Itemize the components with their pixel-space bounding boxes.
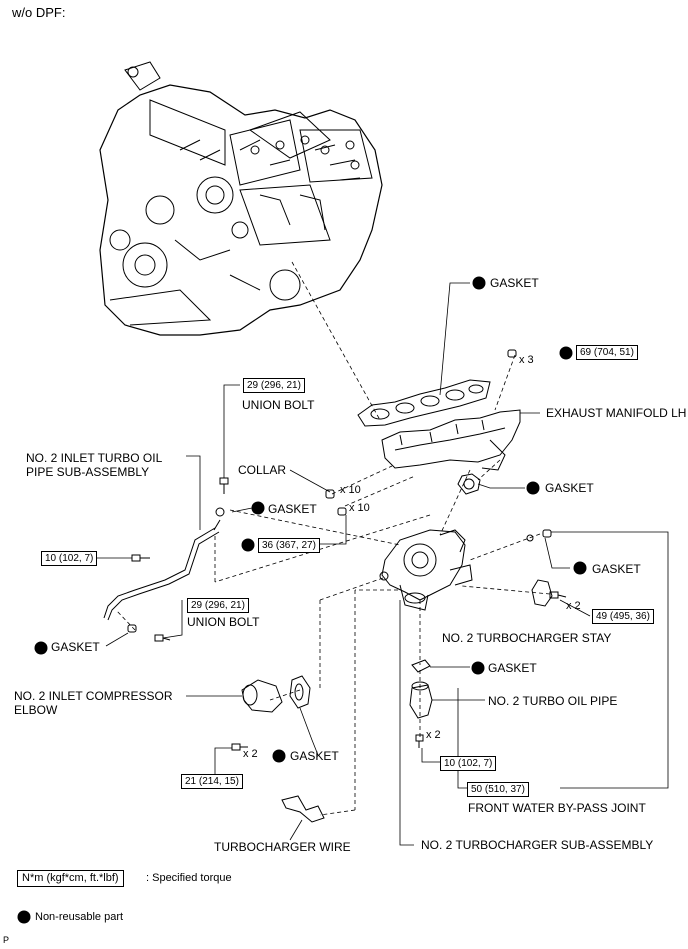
qty-x2-elbow: x 2 (243, 748, 258, 760)
stay-label: NO. 2 TURBOCHARGER STAY (442, 631, 612, 645)
footer-code: P (3, 935, 10, 945)
collar-label: COLLAR (238, 463, 287, 477)
elbow-label-line2: ELBOW (14, 703, 58, 717)
gasket-union-label: GASKET (268, 502, 317, 516)
torque-elbow-bolt: 21 (214, 15) (181, 774, 243, 789)
assembly-dashed-lines (115, 261, 551, 816)
union-bolt-top-label: UNION BOLT (242, 398, 315, 412)
exhaust-manifold-label: EXHAUST MANIFOLD LH (546, 406, 687, 420)
turbo-oil-pipe-label: NO. 2 TURBO OIL PIPE (488, 694, 618, 708)
turbocharger-shape (379, 529, 473, 611)
gasket-elbow-label: GASKET (290, 749, 339, 763)
torque-union-bolt-bottom: 29 (296, 21) (187, 598, 249, 613)
gasket-mid-right-label: GASKET (545, 481, 594, 495)
exhaust-manifold-shape (381, 409, 521, 471)
gasket-oilpipe-label: GASKET (488, 661, 537, 675)
turbo-wire-label: TURBOCHARGER WIRE (214, 840, 351, 854)
turbo-wire-shape (281, 795, 325, 823)
torque-oilpipe-bolt: 10 (102, 7) (440, 756, 497, 771)
legend-torque-text: : Specified torque (146, 872, 232, 884)
torque-water-bypass: 50 (510, 37) (467, 782, 529, 797)
leader-lines (96, 282, 669, 846)
fasteners (127, 349, 567, 751)
oil-pipe-shape (103, 507, 225, 621)
qty-x3: x 3 (519, 354, 534, 366)
union-bolt-bottom-label: UNION BOLT (187, 615, 260, 629)
compressor-elbow-shape (241, 675, 311, 713)
gasket-left-label: GASKET (51, 640, 100, 654)
torque-manifold-stud: 36 (367, 27) (258, 538, 320, 553)
qty-x2-oilpipe: x 2 (426, 729, 441, 741)
header-label: w/o DPF: (12, 5, 66, 20)
non-reusable-dots (17, 276, 587, 924)
torque-union-bolt-top: 29 (296, 21) (243, 378, 305, 393)
oil-pipe-label-line2: PIPE SUB-ASSEMBLY (26, 465, 150, 479)
qty-x10-nut: x 10 (349, 502, 370, 514)
gasket-top-label: GASKET (490, 276, 539, 290)
torque-stay-bolt: 49 (495, 36) (592, 609, 654, 624)
turbo-assembly-label: NO. 2 TURBOCHARGER SUB-ASSEMBLY (421, 838, 654, 852)
oil-pipe-label-line1: NO. 2 INLET TURBO OIL (26, 451, 163, 465)
turbo-oil-pipe-shape (409, 659, 433, 719)
turbo-stay-shape (531, 579, 553, 607)
water-bypass-label: FRONT WATER BY-PASS JOINT (468, 801, 646, 815)
legend-torque-box: N*m (kgf*cm, ft.*lbf) (17, 870, 124, 887)
elbow-label-line1: NO. 2 INLET COMPRESSOR (14, 689, 173, 703)
torque-pipe-bolt: 10 (102, 7) (41, 551, 98, 566)
torque-manifold-nut: 69 (704, 51) (576, 345, 638, 360)
turbo-gasket-shape (457, 473, 481, 495)
engine-illustration (99, 61, 383, 336)
legend-nonreusable-text: Non-reusable part (35, 911, 124, 923)
qty-x2-stay: x 2 (566, 600, 581, 612)
gasket-right-label: GASKET (592, 562, 641, 576)
qty-x10-collar: x 10 (340, 484, 361, 496)
manifold-gasket-shape (357, 379, 491, 427)
